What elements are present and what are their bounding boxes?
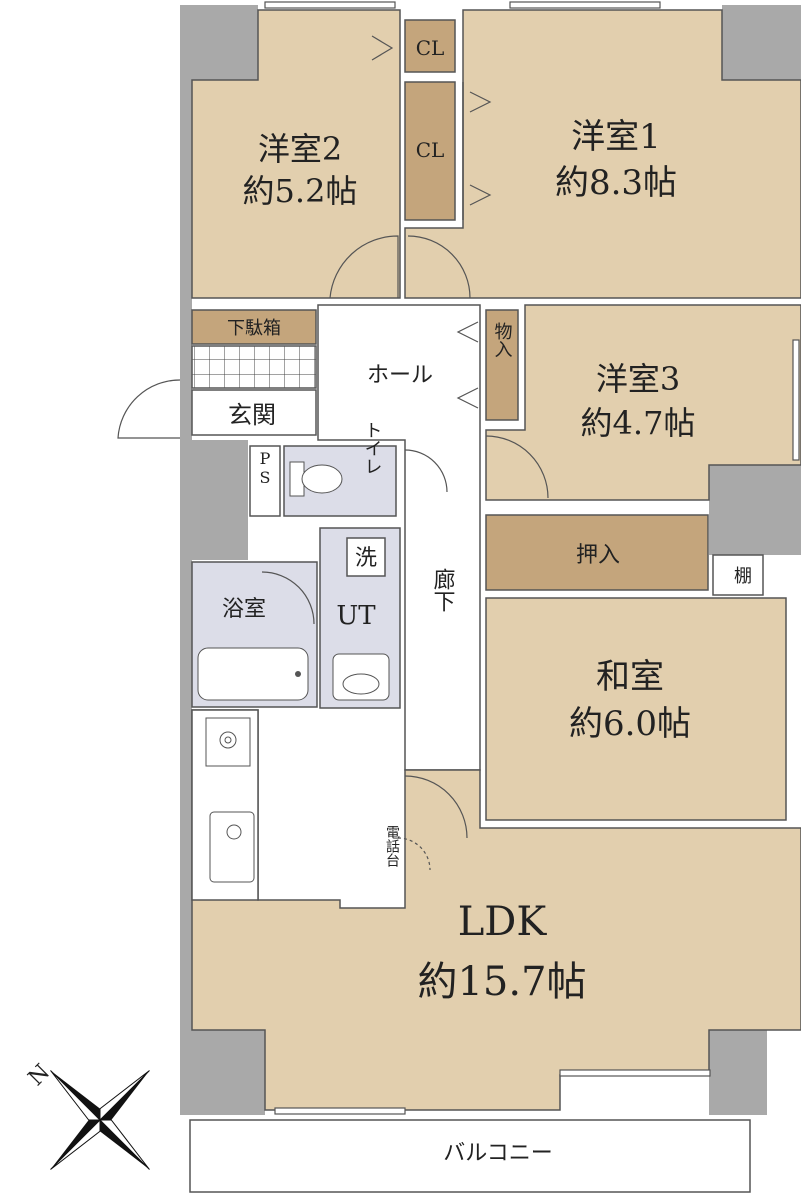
stove-icon: [205, 717, 251, 767]
storage-closet: [485, 309, 519, 421]
western-room-3: [485, 304, 801, 501]
closet-middle: [404, 81, 456, 221]
shoe-box-label: 下駄箱: [227, 318, 281, 339]
ldk-size: 約15.7帖: [417, 959, 586, 1005]
washer-label: 洗: [355, 546, 377, 571]
washbasin-icon: [332, 653, 390, 701]
door-swings: [117, 35, 549, 871]
closet-label-top: CL: [416, 36, 445, 60]
balcony: [189, 1119, 751, 1193]
toilet-label: トイレ: [362, 421, 383, 475]
bathroom-label: 浴室: [222, 597, 266, 622]
washer-space: [346, 537, 386, 577]
windows: [264, 1, 800, 1115]
western-room-2-name: 洋室2: [258, 130, 342, 168]
compass-icon: [50, 1070, 150, 1170]
bathtub-icon: [197, 647, 309, 701]
western-room-1-size: 約8.3帖: [555, 163, 677, 203]
closet-label-middle: CL: [416, 138, 445, 162]
shelf: [712, 554, 764, 596]
western-room-3-size: 約4.7帖: [581, 404, 696, 442]
entrance-label: 玄関: [228, 401, 276, 429]
kitchen-sink-icon: [209, 811, 255, 883]
corridor-label: 廊下: [430, 568, 456, 612]
hall-label: ホール: [367, 363, 433, 388]
japanese-room-size: 約6.0帖: [569, 704, 691, 744]
japanese-room-name: 和室: [596, 657, 664, 697]
balcony-label: バルコニー: [443, 1141, 553, 1166]
storage-label: 物入: [492, 322, 513, 358]
western-room-2-size: 約5.2帖: [243, 172, 358, 210]
ldk-name: LDK: [458, 899, 548, 945]
shelf-label: 棚: [734, 566, 752, 587]
western-room-1-name: 洋室1: [571, 117, 661, 157]
ps-label: PS: [256, 449, 275, 487]
oshiire-closet: [485, 514, 709, 591]
toilet-icon: [289, 461, 343, 497]
pipe-space: [249, 445, 281, 517]
shoe-box: [191, 309, 317, 345]
western-room-2: [191, 9, 401, 299]
ldk-room: [191, 709, 801, 1111]
oshiire-label: 押入: [576, 543, 620, 568]
compass-north-label: N: [24, 1060, 55, 1091]
japanese-room: [485, 597, 787, 821]
phone-stand-label: 電話台: [384, 825, 400, 867]
utility-label: UT: [336, 601, 376, 631]
structural-walls: [180, 5, 801, 1115]
western-room-1: [404, 9, 801, 299]
western-room-3-name: 洋室3: [596, 360, 680, 398]
closet-top: [404, 19, 456, 73]
entrance-tiles: [191, 345, 317, 389]
